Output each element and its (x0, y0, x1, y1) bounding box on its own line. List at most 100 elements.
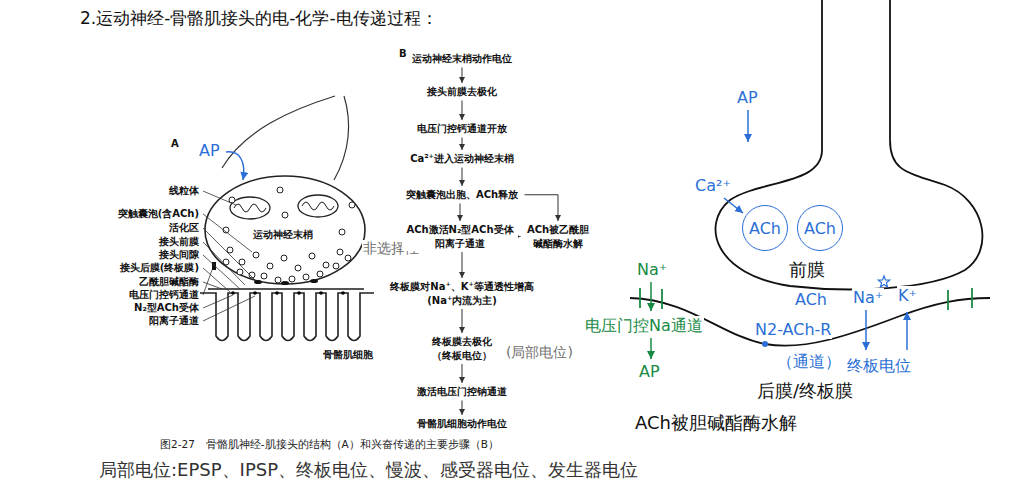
flow-step: 电压门控钙通道开放 (413, 121, 511, 137)
receptor (275, 291, 279, 295)
vesicle (227, 247, 233, 253)
flow-step: Ca²⁺进入运动神经末梢 (406, 151, 518, 167)
flow-arrow (462, 401, 463, 416)
calcium-arrow (724, 198, 743, 213)
vesicle (282, 212, 288, 218)
vesicle (339, 229, 345, 235)
vesicle-circle: ACh (797, 205, 843, 251)
node-text: 终板膜去极化 （终板电位） (431, 335, 494, 362)
potassium-arrow (906, 312, 908, 350)
flow-arrow (462, 252, 463, 278)
nerve-sheath (334, 96, 349, 180)
label: 前膜 (788, 259, 826, 281)
flow-step: 终板膜去极化 （终板电位） (428, 334, 497, 363)
mitochondrion (298, 195, 338, 217)
caption: 图2-27 骨骼肌神经-肌接头的结构（A）和兴奋传递的主要步骤（B） (160, 438, 499, 451)
vesicle (289, 276, 295, 282)
label: （通道） (776, 352, 842, 371)
label: 乙酰胆碱酯酶 (138, 276, 200, 288)
leader-line (203, 295, 233, 308)
mitochondrion (230, 197, 270, 219)
node-text: 接头前膜去极化 (426, 85, 498, 99)
node-text: ACh被乙酰胆 碱酯酶水解 (526, 223, 591, 250)
vesicle (261, 273, 267, 279)
label: Ca²⁺ (694, 176, 732, 195)
vesicle (239, 259, 245, 265)
node-text: Ca²⁺进入运动神经末梢 (409, 152, 515, 166)
label: 骨骼肌细胞 (322, 349, 374, 361)
label: (局部电位) (505, 344, 574, 361)
leader-line (203, 268, 230, 292)
label: N₂型ACh受体 (133, 302, 200, 314)
flow-arrow (462, 364, 463, 383)
vesicle (223, 259, 229, 265)
vesicle (237, 269, 243, 275)
receptor (231, 291, 235, 295)
cristae (234, 204, 266, 212)
flow-arrow (462, 138, 463, 151)
node-text: ACh (749, 219, 781, 238)
vesicle (253, 252, 259, 258)
ap-arrow (226, 152, 244, 180)
label: B (398, 48, 408, 60)
node-text: 激活电压门控钠通道 (416, 385, 508, 399)
label: 后膜/终板膜 (756, 380, 854, 402)
receptor (319, 291, 323, 295)
label: ACh (794, 290, 828, 309)
leader-line (203, 214, 252, 252)
node-text: 骨骼肌细胞动作电位 (416, 417, 508, 431)
flow-arrow (520, 236, 522, 237)
vesicle (345, 255, 351, 261)
label: 运动神经末梢 (252, 229, 314, 241)
vesicle (309, 253, 315, 259)
vesicle (295, 265, 301, 271)
receptor-dot (762, 341, 768, 347)
active-zone (310, 279, 318, 283)
label: 电压门控钙通道 (128, 289, 200, 301)
node-text: 运动神经末梢动作电位 (411, 52, 513, 66)
vesicle (317, 271, 323, 277)
flow-step: 突触囊泡出胞、ACh释放 (402, 187, 523, 203)
nerve-sheath (222, 96, 335, 168)
leader-line (203, 191, 236, 205)
channel-mark (947, 290, 949, 310)
vesicle (333, 263, 339, 269)
vesicle (277, 187, 283, 193)
flow-step: 骨骼肌细胞动作电位 (413, 416, 511, 432)
leader-line (203, 270, 212, 295)
flow-step: ACh被乙酰胆 碱酯酶水解 (523, 222, 594, 251)
label: ACh被胆碱酯酶水解 (634, 412, 798, 434)
label: Na⁺ (852, 288, 884, 307)
receptor (341, 291, 345, 295)
leader-line (203, 296, 255, 321)
label: 电压门控Na通道 (584, 316, 704, 335)
label: AP (638, 362, 661, 381)
sodium-arrow (650, 282, 652, 311)
node-text: 电压门控钙通道开放 (416, 122, 508, 136)
label: 阳离子通道 (148, 315, 200, 327)
label: 线粒体 (168, 185, 200, 197)
vesicle (275, 277, 281, 283)
flow-arrow (462, 68, 463, 84)
label: 局部电位:EPSP、IPSP、终板电位、慢波、感受器电位、发生器电位 (98, 459, 639, 481)
vesicle (267, 263, 273, 269)
label: K⁺ (897, 286, 918, 305)
flow-step: 激活电压门控钠通道 (413, 384, 511, 400)
sodium-arrow (865, 310, 867, 350)
label: AP (736, 88, 759, 107)
receptor (253, 291, 257, 295)
vesicle (323, 262, 329, 268)
ap-arrow (650, 338, 652, 359)
vesicle (281, 255, 287, 261)
flow-step: 运动神经末梢动作电位 (408, 51, 516, 67)
title: 2.运动神经-骨骼肌接头的电-化学-电传递过程： (80, 8, 438, 28)
vesicle-circle: ACh (742, 205, 788, 251)
flow-arrow (460, 204, 461, 222)
label: 终板电位 (846, 356, 912, 375)
channel-mark (639, 288, 641, 308)
cristae (302, 202, 334, 210)
nerve-terminal (205, 176, 365, 284)
flow-step: 接头前膜去极化 (423, 84, 501, 100)
label: A (170, 138, 180, 150)
